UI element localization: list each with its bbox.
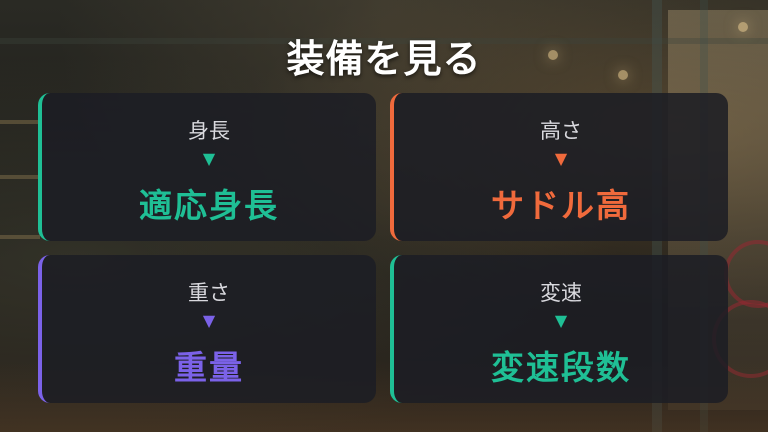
spec-value: 重量 bbox=[174, 348, 244, 387]
spec-value: 変速段数 bbox=[491, 348, 631, 387]
page-title: 装備を見る bbox=[286, 37, 482, 81]
spec-label: 身長 bbox=[188, 119, 230, 143]
spec-value: サドル高 bbox=[491, 186, 631, 225]
down-arrow-icon: ▼ bbox=[202, 311, 216, 330]
spec-label: 高さ bbox=[540, 119, 582, 143]
spec-label: 変速 bbox=[540, 281, 582, 305]
spec-value: 適応身長 bbox=[139, 186, 279, 225]
spec-label: 重さ bbox=[188, 281, 230, 305]
down-arrow-icon: ▼ bbox=[202, 149, 216, 168]
down-arrow-icon: ▼ bbox=[554, 311, 568, 330]
spec-card-saddle: 高さ ▼ サドル高 bbox=[390, 93, 728, 241]
wall-shelf bbox=[0, 175, 40, 179]
ceiling-lamp bbox=[618, 70, 628, 80]
ceiling-lamp bbox=[738, 22, 748, 32]
wall-shelf bbox=[0, 235, 40, 239]
ceiling-lamp bbox=[548, 50, 558, 60]
ceiling-beam bbox=[0, 38, 768, 44]
spec-card-height: 身長 ▼ 適応身長 bbox=[38, 93, 376, 241]
down-arrow-icon: ▼ bbox=[554, 149, 568, 168]
wall-shelf bbox=[0, 120, 40, 124]
spec-card-weight: 重さ ▼ 重量 bbox=[38, 255, 376, 403]
spec-card-gears: 変速 ▼ 変速段数 bbox=[390, 255, 728, 403]
